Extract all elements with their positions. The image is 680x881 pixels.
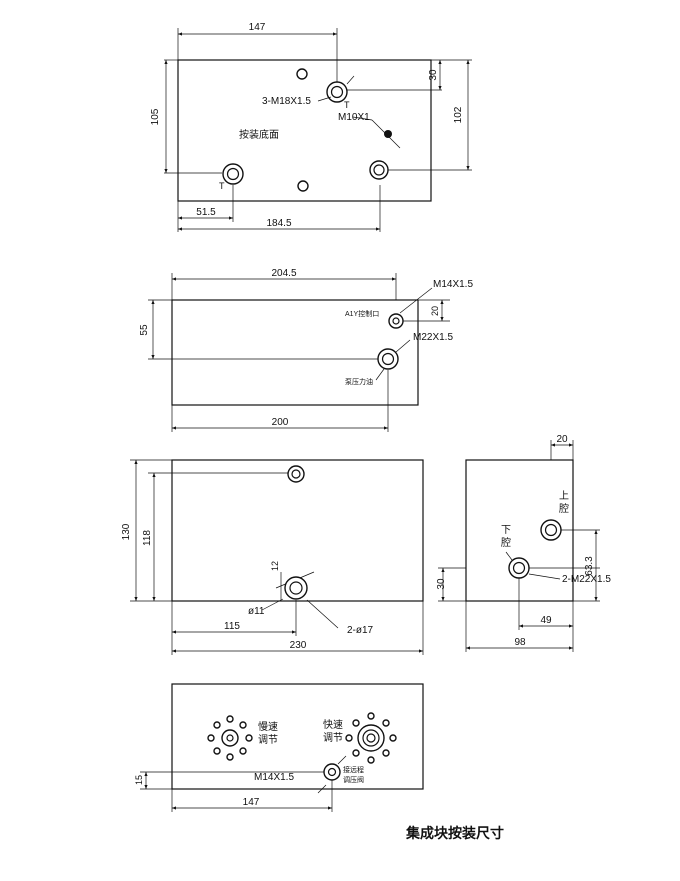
view-right-side: 20 63.3 30 49 98 上 腔 下 腔 2-M22X1.5 bbox=[436, 434, 611, 652]
dim-55: 55 bbox=[139, 324, 150, 336]
dim-102: 102 bbox=[453, 106, 464, 123]
dim-phi11: ø11 bbox=[248, 606, 265, 617]
dim-20: 20 bbox=[430, 306, 440, 316]
dim-130: 130 bbox=[121, 523, 132, 540]
label-upper: 上 bbox=[559, 490, 569, 502]
dim-230: 230 bbox=[290, 640, 307, 651]
dim-30: 30 bbox=[428, 69, 439, 81]
label-adjust: 调节 bbox=[323, 732, 343, 744]
lower-chamber-port bbox=[508, 557, 530, 579]
t-mark: T bbox=[344, 100, 350, 110]
block-outline bbox=[465, 459, 574, 602]
dim-98: 98 bbox=[514, 637, 526, 648]
label-mount-face: 按装底面 bbox=[239, 128, 279, 141]
slow-adjust-port bbox=[207, 715, 253, 761]
dim-105: 105 bbox=[150, 108, 161, 125]
small-hole bbox=[296, 68, 308, 80]
port-hole bbox=[326, 81, 348, 103]
bottom-hole bbox=[284, 576, 308, 600]
dim-184-5: 184.5 bbox=[266, 218, 291, 229]
control-port bbox=[388, 313, 404, 329]
label-m14: M14X1.5 bbox=[254, 772, 294, 783]
block-outline bbox=[171, 459, 424, 602]
label-remote: 接远程 bbox=[343, 765, 364, 774]
dim-51-5: 51.5 bbox=[196, 207, 216, 218]
label-m14: M14X1.5 bbox=[433, 279, 473, 290]
pressure-port bbox=[377, 348, 399, 370]
block-outline bbox=[171, 299, 419, 406]
label-chamber: 腔 bbox=[501, 536, 511, 549]
block-outline bbox=[171, 683, 424, 790]
dim-204-5: 204.5 bbox=[271, 268, 296, 279]
dim-147: 147 bbox=[243, 797, 260, 808]
label-control-port: A1Y控制口 bbox=[345, 309, 379, 318]
dim-12: 12 bbox=[270, 561, 280, 571]
t-mark: T bbox=[219, 181, 225, 191]
dim-115: 115 bbox=[224, 621, 240, 632]
dim-15: 15 bbox=[134, 775, 144, 785]
dim-49: 49 bbox=[540, 615, 552, 626]
fast-adjust-port bbox=[345, 712, 397, 764]
dim-30: 30 bbox=[436, 578, 447, 590]
port-hole bbox=[222, 163, 244, 185]
dim-2-phi17: 2-ø17 bbox=[347, 625, 374, 636]
m10-thread-hole bbox=[384, 130, 392, 138]
label-lower: 下 bbox=[501, 525, 511, 536]
port-hole bbox=[369, 160, 389, 180]
dim-147: 147 bbox=[249, 22, 266, 33]
view-front: 130 118 12 ø11 115 2-ø17 230 bbox=[121, 459, 424, 655]
block-outline bbox=[177, 59, 432, 202]
small-hole bbox=[297, 180, 309, 192]
view-top: 15 147 慢速 调节 快速 调节 接远程 调压阀 M14X1.5 bbox=[134, 683, 424, 812]
label-2-m22: 2-M22X1.5 bbox=[562, 574, 611, 585]
label-chamber: 腔 bbox=[559, 502, 569, 515]
dim-63-3: 63.3 bbox=[584, 556, 595, 576]
dim-200: 200 bbox=[272, 417, 289, 428]
dim-20: 20 bbox=[556, 434, 568, 445]
upper-chamber-port bbox=[540, 519, 562, 541]
view-side: 204.5 55 20 200 M14X1.5 M22X1.5 A1Y控制口 泵… bbox=[139, 268, 473, 432]
drawing-caption: 集成块按装尺寸 bbox=[405, 825, 504, 841]
dim-118: 118 bbox=[142, 530, 153, 546]
label-fast: 快速 bbox=[323, 719, 343, 731]
remote-port bbox=[323, 763, 341, 781]
label-m22: M22X1.5 bbox=[413, 332, 453, 343]
top-hole bbox=[287, 465, 305, 483]
view-mounting-face: 147 105 102 30 51.5 184.5 3-M18X1.5 M10X… bbox=[150, 22, 472, 232]
label-pressure-oil: 泵压力油 bbox=[345, 377, 373, 386]
label-3-m18: 3-M18X1.5 bbox=[262, 96, 311, 107]
label-slow: 慢速 bbox=[258, 721, 278, 733]
label-pressure-valve: 调压阀 bbox=[343, 775, 364, 784]
label-m10: M10X1 bbox=[338, 112, 370, 123]
label-adjust: 调节 bbox=[258, 734, 278, 746]
